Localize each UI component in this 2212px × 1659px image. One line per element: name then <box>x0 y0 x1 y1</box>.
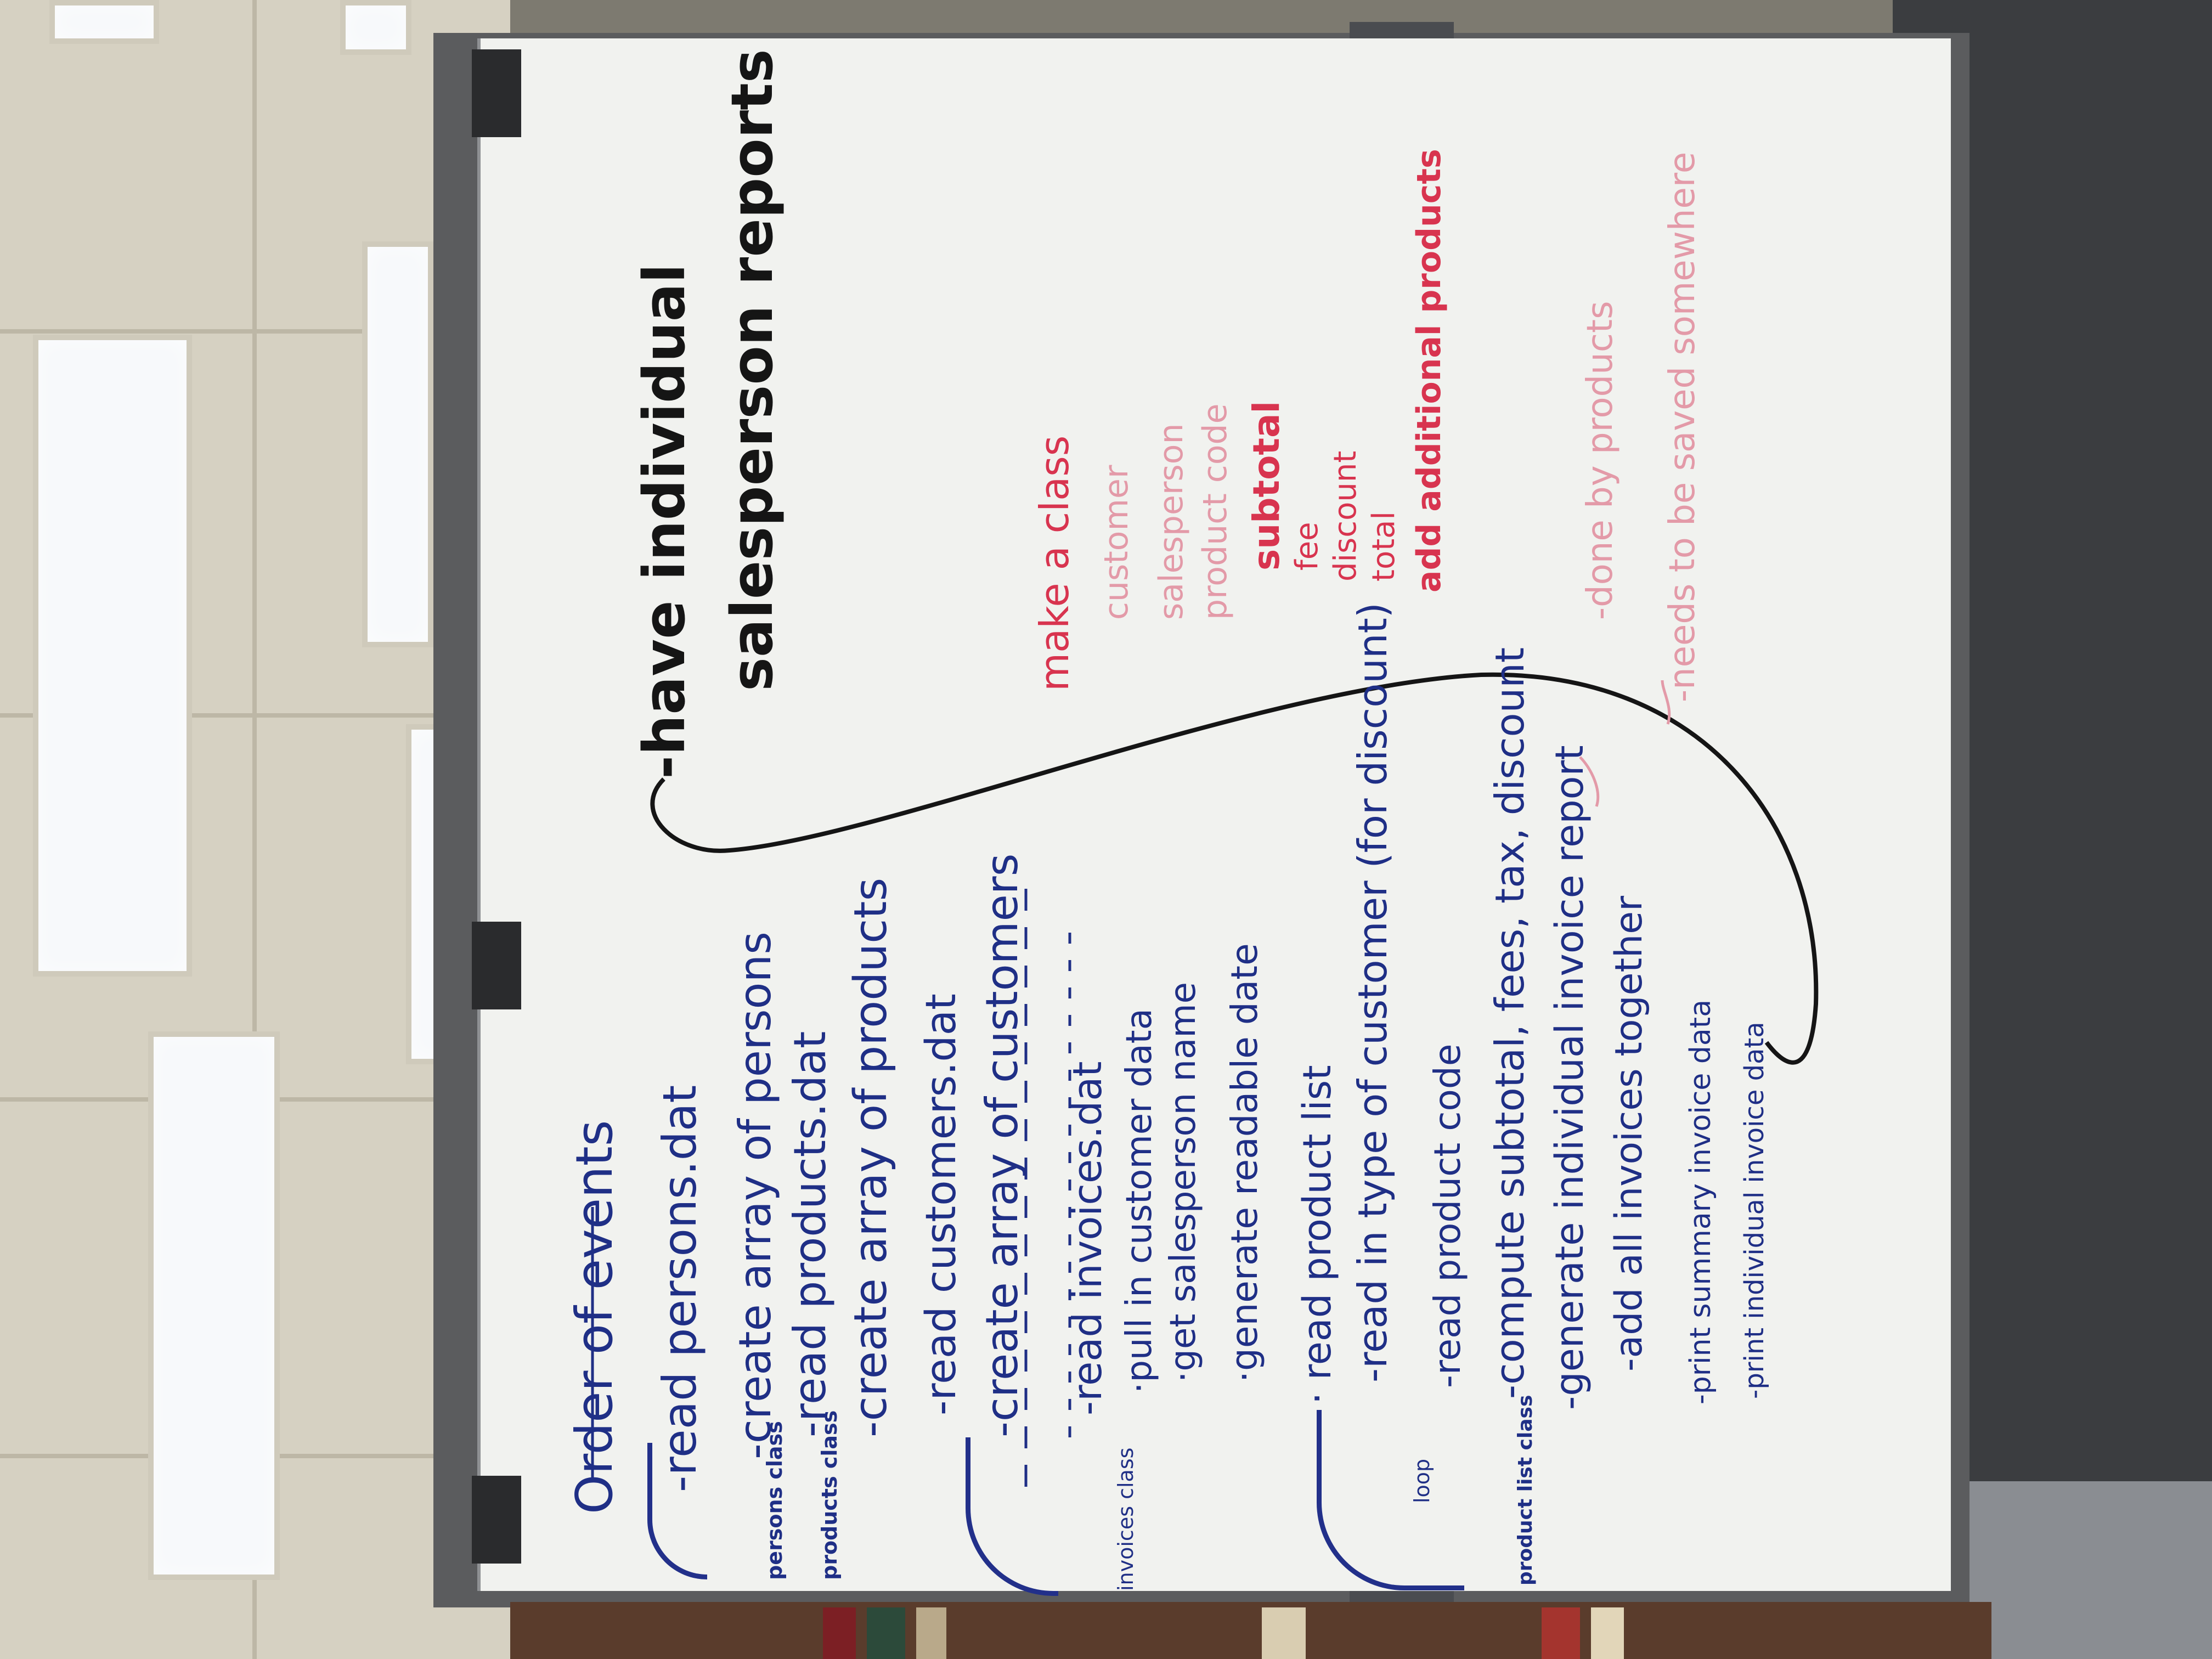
black-note-line-1: -have individual <box>631 263 698 779</box>
red-note-heading: make a class <box>1031 435 1077 691</box>
black-connector-curve <box>650 672 1819 1065</box>
step-2: -create array of persons <box>730 932 781 1459</box>
pink-note-needs-saving: -needs to be saved somewhere <box>1662 151 1703 702</box>
ceiling-light <box>49 0 159 44</box>
step-7: -read invoices.dat <box>1064 1061 1110 1415</box>
red-item-salesperson: salesperson <box>1152 423 1190 620</box>
red-item-subtotal: subtotal <box>1245 400 1288 571</box>
step-14: -compute subtotal, fees, tax, discount <box>1487 647 1533 1399</box>
ceiling-light <box>340 0 411 55</box>
ceiling-grid-line <box>252 0 257 1659</box>
ceiling-light <box>362 241 433 647</box>
red-item-fee: fee <box>1289 522 1325 571</box>
step-18: -print individual invoice data <box>1739 1022 1770 1399</box>
product-list-brace <box>1317 1410 1464 1590</box>
step-13: -read product code <box>1426 1043 1469 1388</box>
ceiling-light <box>148 1031 280 1580</box>
step-3: -read products.dat <box>785 1031 836 1437</box>
label-invoices-class: invoices class <box>1114 1447 1138 1591</box>
whiteboard <box>477 38 1951 1591</box>
step-6: -create array of customers <box>977 853 1028 1437</box>
board-heading: Order of events <box>565 1120 624 1514</box>
red-item-discount: discount <box>1328 450 1363 582</box>
book <box>1542 1607 1580 1659</box>
book <box>916 1607 946 1659</box>
step-12: -read in type of customer (for discount) <box>1350 602 1396 1383</box>
ceiling-light <box>33 335 192 977</box>
step-4: -create array of products <box>845 877 897 1437</box>
step-17: -print summary invoice data <box>1684 999 1717 1404</box>
step-8: ·pull in customer data <box>1119 1008 1160 1393</box>
pink-leader-line <box>1579 756 1600 807</box>
red-item-total: total <box>1366 511 1402 582</box>
step-11: · read product list <box>1295 1065 1340 1404</box>
label-product-list-class: product list class <box>1514 1395 1537 1585</box>
board-clip <box>472 1476 521 1564</box>
red-item-add-additional-products: add additional products <box>1410 149 1448 592</box>
bookshelf <box>510 1602 1991 1659</box>
book <box>823 1607 856 1659</box>
pink-leader-line <box>1661 680 1671 725</box>
board-clip <box>472 922 521 1009</box>
pink-note-done-by-products: -done by products <box>1580 301 1621 620</box>
step-10: ·generate readable date <box>1223 943 1266 1383</box>
book <box>1591 1607 1624 1659</box>
label-products-class: products class <box>817 1410 842 1580</box>
red-item-customer: customer <box>1097 465 1136 620</box>
label-loop: loop <box>1410 1458 1434 1503</box>
floor <box>1953 1481 2212 1659</box>
red-item-product-code: product code <box>1196 403 1234 620</box>
step-16: -add all invoices together <box>1607 895 1651 1372</box>
step-9: ·get salesperson name <box>1163 981 1204 1383</box>
step-1: -read persons.dat <box>653 1085 707 1492</box>
board-clip <box>472 49 521 137</box>
label-persons-class: persons class <box>763 1421 787 1580</box>
step-15: -generate individual invoice report <box>1547 745 1592 1410</box>
step-5: -read customers.dat <box>916 994 965 1415</box>
book <box>1262 1607 1306 1659</box>
book <box>867 1607 905 1659</box>
black-note-line-2: salesperson reports <box>719 49 786 691</box>
